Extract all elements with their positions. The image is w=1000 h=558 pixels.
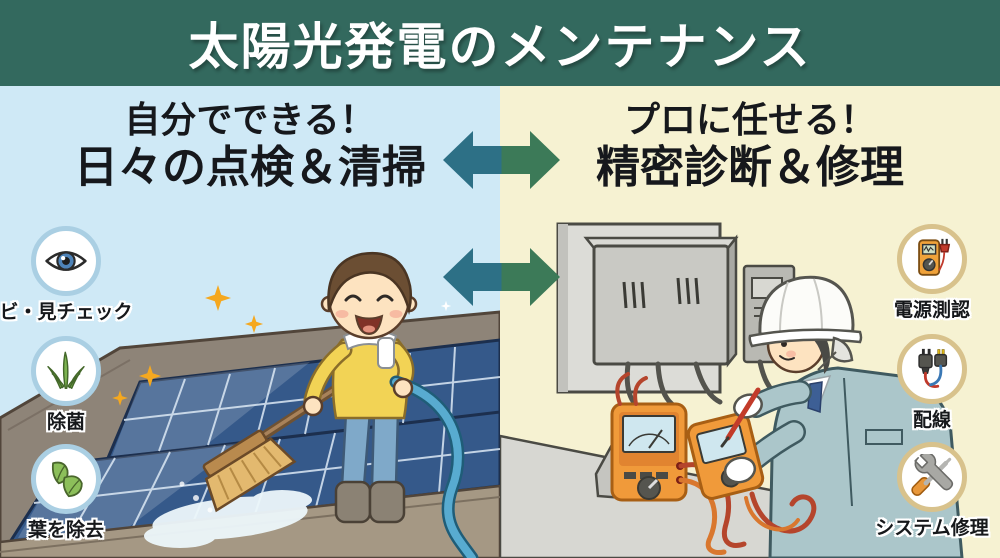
multimeter-icon: [918, 238, 951, 276]
weed-removal-label: 除菌: [46, 412, 85, 433]
grass-icon: [47, 351, 85, 389]
diy-title-line2: 日々の点検＆清掃: [74, 143, 426, 193]
power-check-circle: [897, 224, 967, 294]
pro-title-line2: 精密診断＆修理: [596, 143, 904, 193]
header-banner: 太陽光発電のメンテナンス: [0, 0, 1000, 86]
diy-item-visual-check: ビ・見チェック: [0, 226, 138, 324]
diy-item-weed-removal: 除菌: [0, 336, 138, 434]
pro-section-title: プロに任せる！ 精密診断＆修理: [500, 99, 1000, 194]
water-hose: [389, 375, 479, 558]
power-check-label: 電源測認: [893, 300, 970, 321]
boy-cleaning: [302, 251, 418, 524]
hard-hat: [748, 275, 863, 371]
leaf-removal-label: 葉を除去: [27, 520, 104, 541]
plug-icon: [918, 348, 948, 388]
wiring-label: 配線: [912, 410, 951, 431]
pro-inspection-illustration: [500, 222, 964, 558]
leaves-icon: [51, 461, 83, 498]
eye-icon: [45, 251, 87, 271]
left-right-arrow-bottom: [443, 248, 560, 306]
wiring-circle: [897, 334, 967, 404]
technician: [686, 275, 964, 558]
diy-cleaning-illustration: [0, 251, 500, 558]
weed-removal-circle: [31, 336, 101, 406]
water-puddle: [144, 490, 312, 548]
pro-item-power-check: 電源測認: [860, 224, 1000, 322]
tools-icon: [911, 454, 954, 496]
diy-title-line1: 自分でできる！: [124, 99, 376, 140]
left-right-arrow-top: [443, 131, 560, 189]
page-title: 太陽光発電のメンテナンス: [188, 19, 812, 75]
electrical-boxes: [556, 222, 796, 411]
system-repair-circle: [897, 442, 967, 512]
visual-check-circle: [31, 226, 101, 296]
system-repair-label: システム修理: [875, 518, 989, 539]
visual-check-label: ビ・見チェック: [0, 302, 133, 323]
pro-title-line1: プロに任せる！: [623, 99, 876, 140]
leaf-removal-circle: [31, 444, 101, 514]
diy-section-title: 自分でできる！ 日々の点検＆清掃: [0, 99, 500, 194]
pro-item-wiring: 配線: [860, 334, 1000, 432]
pro-item-system-repair: システム修理: [860, 442, 1000, 540]
diy-item-leaf-removal: 葉を除去: [0, 444, 138, 542]
